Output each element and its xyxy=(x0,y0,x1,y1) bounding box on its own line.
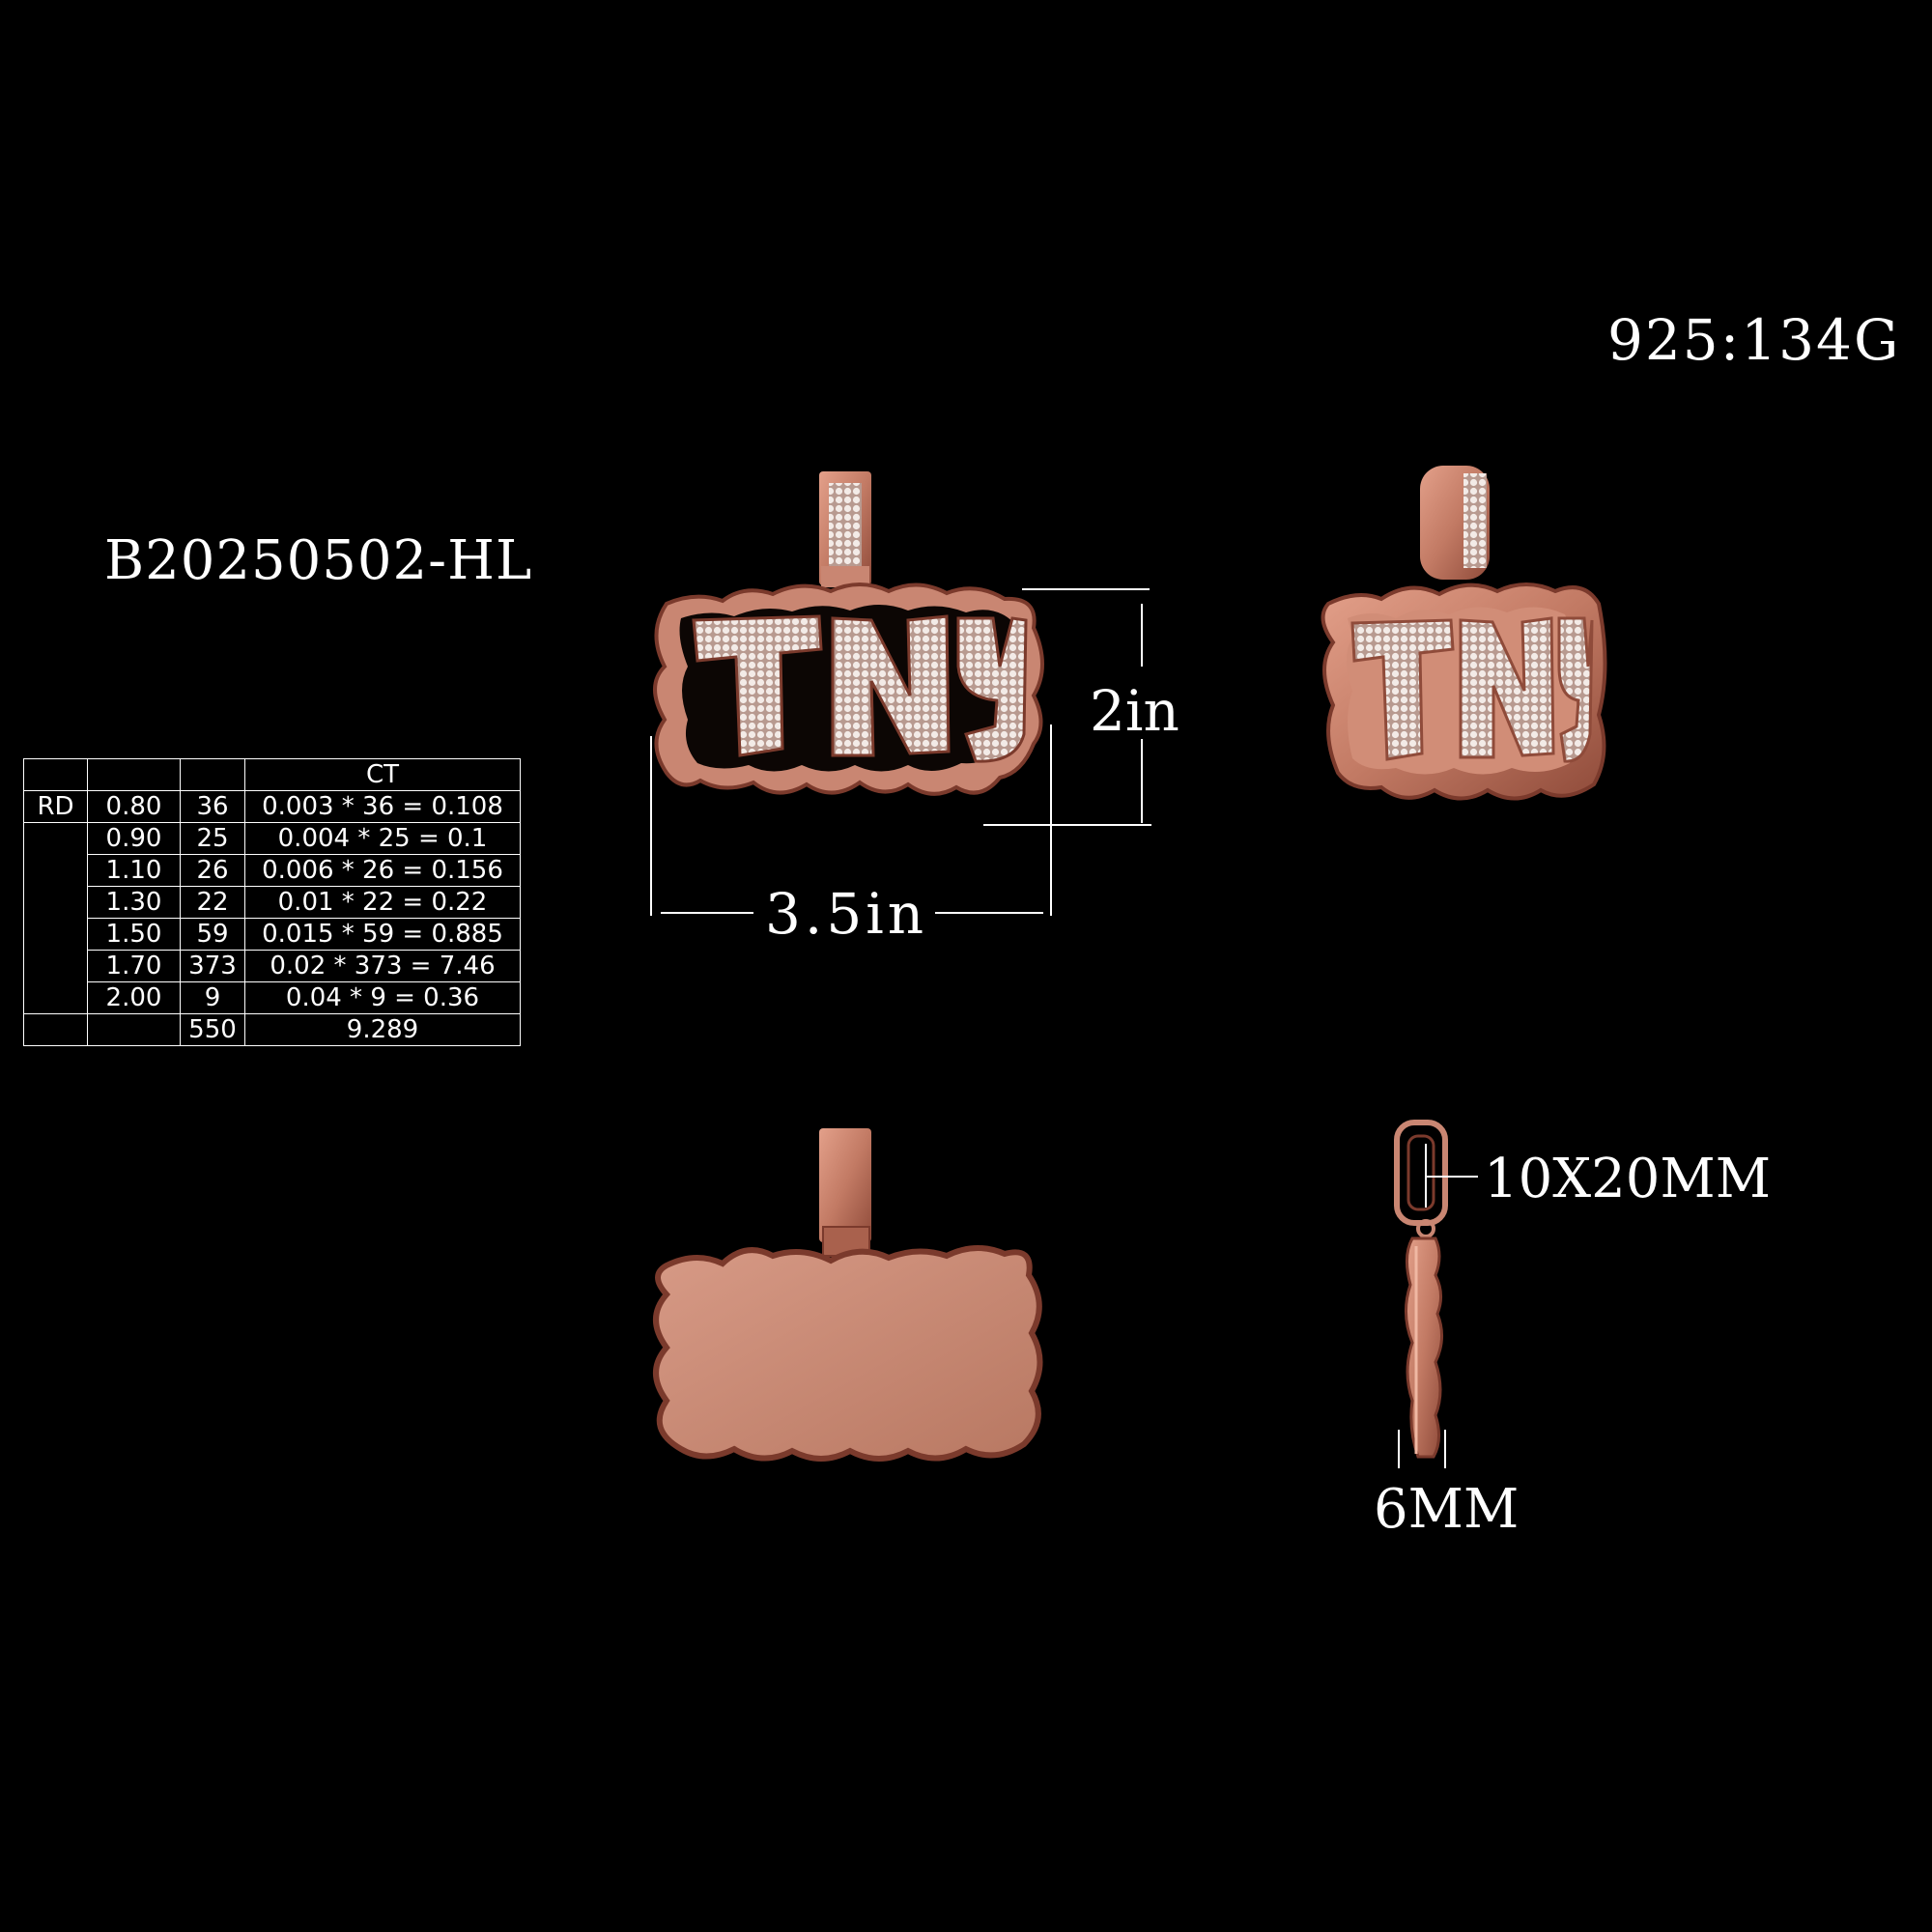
ct-cell: 0.003 * 36 = 0.108 xyxy=(244,790,521,823)
count-cell: 36 xyxy=(180,790,245,823)
count-cell: 373 xyxy=(180,950,245,982)
back-view-pendant xyxy=(653,1128,1043,1462)
ct-header: CT xyxy=(244,758,521,791)
sku-code: B20250502-HL xyxy=(104,529,533,592)
count-cell: 59 xyxy=(180,918,245,951)
dimension-lines xyxy=(650,588,1151,916)
thickness-dimension: 6MM xyxy=(1374,1478,1520,1541)
size-cell: 1.70 xyxy=(87,950,181,982)
size-cell: 1.30 xyxy=(87,886,181,919)
side-dimension-lines xyxy=(1398,1144,1478,1468)
table-row: 1.50 59 0.015 * 59 = 0.885 xyxy=(23,918,521,951)
table-row: 0.90 25 0.004 * 25 = 0.1 xyxy=(23,822,521,855)
front-view-pendant xyxy=(653,471,1044,796)
size-cell: 1.10 xyxy=(87,854,181,887)
size-cell: 0.90 xyxy=(87,822,181,855)
back-plate xyxy=(653,1244,1043,1462)
table-row: 1.30 22 0.01 * 22 = 0.22 xyxy=(23,886,521,919)
stone-table: CT RD 0.80 36 0.003 * 36 = 0.108 0.90 25… xyxy=(23,758,521,1046)
table-row: 1.70 373 0.02 * 373 = 7.46 xyxy=(23,950,521,982)
side-view-pendant xyxy=(1394,1120,1448,1459)
table-header-row: CT xyxy=(23,758,521,791)
size-cell: 0.80 xyxy=(87,790,181,823)
width-dimension: 3.5in xyxy=(765,881,928,947)
table-total-row: 550 9.289 xyxy=(23,1013,521,1046)
size-cell: 2.00 xyxy=(87,981,181,1014)
ct-cell: 0.004 * 25 = 0.1 xyxy=(244,822,521,855)
ct-cell: 0.02 * 373 = 7.46 xyxy=(244,950,521,982)
total-ct-cell: 9.289 xyxy=(244,1013,521,1046)
count-cell: 26 xyxy=(180,854,245,887)
front-letters xyxy=(692,614,1028,763)
ct-cell: 0.006 * 26 = 0.156 xyxy=(244,854,521,887)
height-dimension: 2in xyxy=(1090,678,1179,744)
count-cell: 9 xyxy=(180,981,245,1014)
table-row: RD 0.80 36 0.003 * 36 = 0.108 xyxy=(23,790,521,823)
ct-cell: 0.01 * 22 = 0.22 xyxy=(244,886,521,919)
table-row: 1.10 26 0.006 * 26 = 0.156 xyxy=(23,854,521,887)
count-cell: 22 xyxy=(180,886,245,919)
ct-cell: 0.015 * 59 = 0.885 xyxy=(244,918,521,951)
bail-dimension: 10X20MM xyxy=(1484,1148,1772,1210)
ct-cell: 0.04 * 9 = 0.36 xyxy=(244,981,521,1014)
count-cell: 25 xyxy=(180,822,245,855)
angled-view-pendant xyxy=(1321,466,1607,801)
table-row: 2.00 9 0.04 * 9 = 0.36 xyxy=(23,981,521,1014)
shape-cell: RD xyxy=(23,790,88,823)
total-count-cell: 550 xyxy=(180,1013,245,1046)
size-cell: 1.50 xyxy=(87,918,181,951)
metal-weight: 925:134G xyxy=(1607,307,1901,373)
